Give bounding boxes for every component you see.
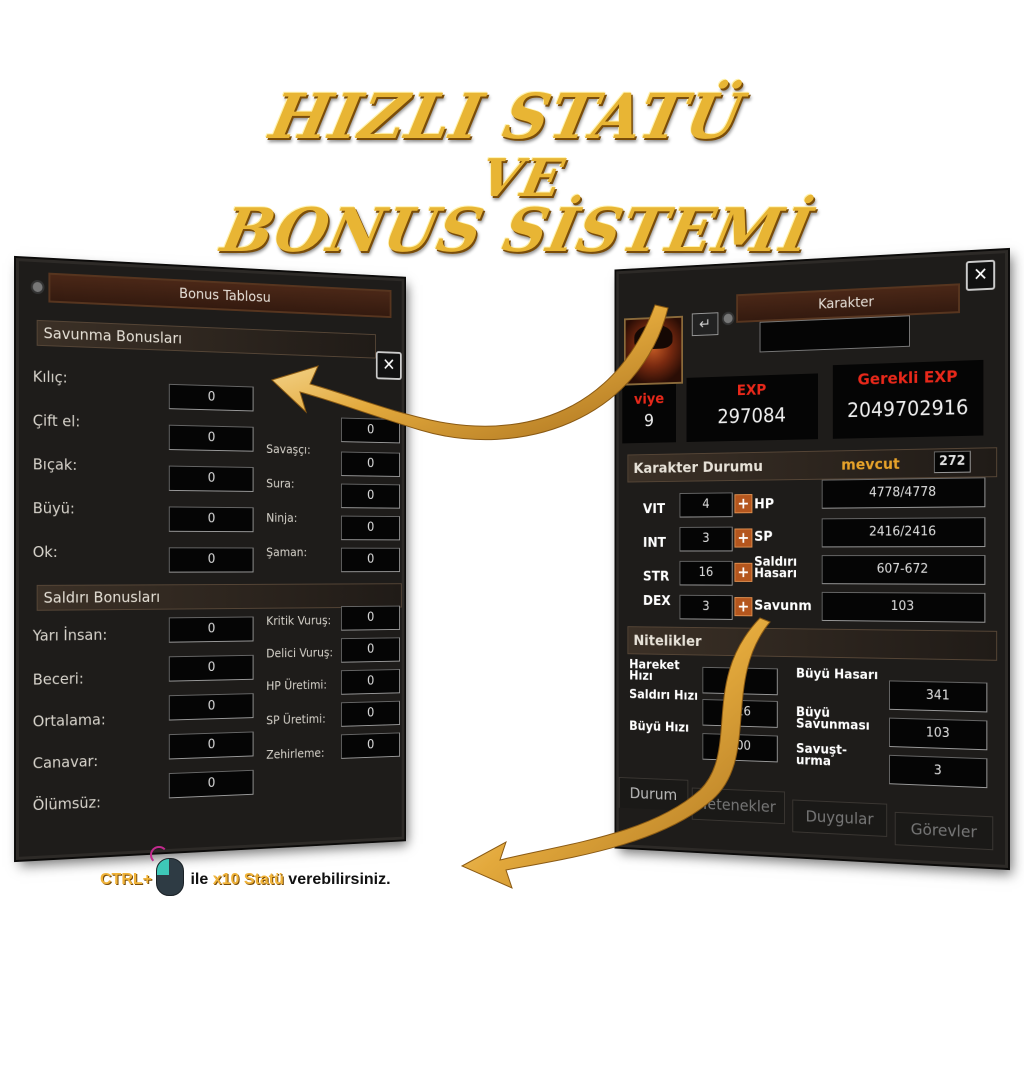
- hint-rest: verebilirsiniz.: [288, 871, 391, 889]
- arrow-to-bonus-icon: [271, 304, 669, 441]
- arrow-to-hint-icon: [460, 617, 771, 889]
- mouse-icon: [150, 846, 184, 896]
- hint-ctrl: CTRL+: [100, 871, 152, 889]
- hint-x10: x10 Statü: [212, 871, 284, 889]
- ctrl-hint: CTRL+ ile x10 Statü verebilirsiniz.: [100, 846, 391, 896]
- hint-ile: ile: [190, 871, 209, 889]
